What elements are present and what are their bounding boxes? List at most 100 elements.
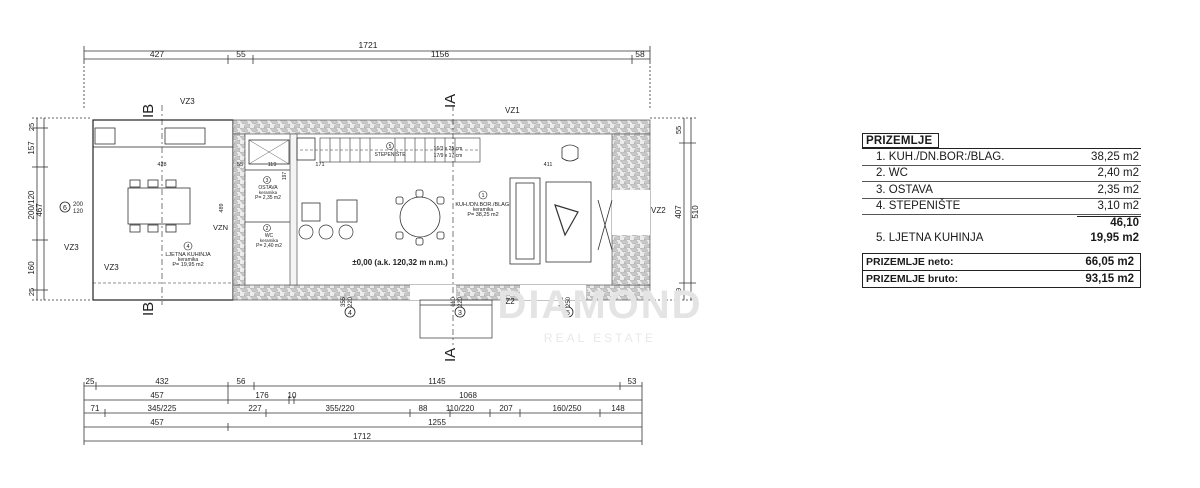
stair-note-2: 17/9 x 17 cm [434, 153, 463, 159]
room-2-area: P= 2,40 m2 [256, 243, 282, 249]
staircase [300, 137, 481, 163]
dim-b3-4: 355/220 [326, 404, 355, 413]
axis-marker-5: 5 [566, 310, 570, 317]
window-tag-vz3-bottom: VZ3 [104, 263, 119, 272]
stools [298, 224, 354, 240]
svg-text:220: 220 [458, 296, 464, 307]
door-opening-bottom-5 [520, 285, 586, 300]
section-lines [161, 105, 454, 345]
svg-text:120: 120 [73, 209, 84, 215]
dim-b3-1: 71 [91, 404, 100, 413]
dim-overall-top: 1721 [359, 40, 378, 50]
room-label-1: 1 KUH./DN.BOR./BLAG. keramika P= 38,25 m… [455, 190, 511, 218]
legend-neto-row: PRIZEMLJE neto: 66,05 m2 [863, 254, 1140, 270]
section-ia-bottom: IA [442, 348, 459, 362]
watermark: DIAMOND [497, 283, 702, 327]
legend-row-label: 1. KUH./DN.BOR:/BLAG. [876, 150, 1005, 163]
window-opening-right [612, 190, 650, 235]
watermark-sub: REAL ESTATE [544, 331, 656, 345]
legend-neto-value: 66,05 m2 [1085, 256, 1134, 268]
legend-subtotal: 46,10 [1077, 216, 1141, 229]
room-4-area: P= 19,95 m2 [172, 262, 203, 268]
outdoor-kitchen-counter [94, 127, 206, 145]
legend-row-value: 2,35 m2 [1097, 183, 1139, 196]
legend-row: 3. OSTAVA 2,35 m2 [862, 182, 1141, 199]
inner-dim-489: 489 [219, 203, 225, 212]
dining-table-round [395, 189, 445, 246]
right-dimension-lines [650, 117, 696, 301]
room-1-finish: keramika [473, 207, 494, 213]
legend-row-extra: 5. LJETNA KUHINJA 19,95 m2 [862, 231, 1141, 247]
svg-text:355: 355 [341, 296, 347, 307]
room-label-5: 5 STEPENIŠTE [374, 142, 406, 158]
dim-right-1: 55 [674, 126, 683, 134]
legend-bruto-label: PRIZEMLJE bruto: [866, 273, 959, 285]
window-tag-vzn: VZN [213, 223, 228, 232]
axis-marker-4: 4 [348, 310, 352, 317]
partitions [245, 137, 358, 223]
dim-left-4: 467 [35, 203, 44, 217]
dim-b4-2: 1255 [428, 418, 446, 427]
bottom-dimension-lines [83, 382, 643, 445]
dim-b2-4: 1068 [459, 391, 477, 400]
dim-b3-2: 345/225 [148, 404, 177, 413]
room-4-finish: keramika [178, 257, 199, 263]
inner-dim-119: 119 [268, 162, 277, 168]
room-label-3: 3 OSTAVA keramika P= 2,35 m2 [255, 176, 281, 201]
room-1-name: KUH./DN.BOR./BLAG. [455, 202, 511, 208]
legend-neto-label: PRIZEMLJE neto: [866, 256, 954, 268]
dim-top-4: 58 [635, 49, 645, 59]
floor-level: ±0,00 (a.k. 120,32 m n.m.) [352, 258, 448, 267]
dim-top-2: 55 [236, 49, 246, 59]
section-ib-bottom: IB [140, 302, 157, 316]
legend-bruto-value: 93,15 m2 [1085, 273, 1134, 285]
room-1-number: 1 [481, 193, 484, 199]
room-2-number: 2 [266, 226, 269, 232]
room-3-area: P= 2,35 m2 [255, 195, 281, 201]
living-furniture [509, 144, 613, 265]
room-2-name: WC [265, 233, 274, 239]
section-ib-top: IB [140, 104, 157, 118]
dim-b3-8: 160/250 [553, 404, 582, 413]
room-5-name: STEPENIŠTE [374, 151, 406, 158]
entrance-steps [419, 299, 493, 339]
room-4-number: 4 [186, 244, 189, 250]
room-3-name: OSTAVA [258, 185, 278, 191]
inner-dim-55: 55 [237, 162, 243, 168]
dim-top-3: 1156 [431, 49, 450, 59]
svg-text:220: 220 [348, 296, 354, 307]
dim-b3-7: 207 [499, 404, 513, 413]
dim-left-5: 160 [27, 261, 36, 275]
svg-text:160: 160 [559, 296, 565, 307]
dim-overall-bottom: 1712 [353, 432, 371, 441]
top-dimension-lines [83, 46, 651, 110]
dining-table-long [127, 179, 191, 233]
section-ia-top: IA [442, 94, 459, 108]
left-dimension-lines [32, 117, 92, 301]
room-5-number: 5 [389, 144, 392, 150]
dim-b3-3: 227 [248, 404, 262, 413]
door-opening-bottom-3 [410, 285, 456, 300]
axis-marker-6: 6 [63, 205, 67, 212]
svg-text:250: 250 [566, 296, 572, 307]
legend-row: 1. KUH./DN.BOR:/BLAG. 38,25 m2 [862, 149, 1141, 166]
window-tag-vz2-bottom: VZ2 [500, 297, 515, 306]
stair-note-1: 16/3 x 25 cm [434, 146, 463, 152]
dim-b1-4: 1145 [428, 377, 446, 386]
legend-row: 2. WC 2,40 m2 [862, 166, 1141, 182]
legend-row-value: 38,25 m2 [1091, 150, 1139, 163]
dim-left-6: 25 [27, 288, 36, 296]
dim-left-3: 200/120 [27, 190, 36, 219]
dim-b4-1: 457 [150, 418, 164, 427]
dim-b3-9: 148 [611, 404, 625, 413]
room-4-name: LJETNA KUHINJA [165, 252, 211, 258]
dim-b3-5: 88 [419, 404, 428, 413]
axis-markers [59, 201, 574, 318]
legend-row-label: 3. OSTAVA [876, 183, 933, 196]
legend-row-label: 4. STEPENIŠTE [876, 200, 961, 213]
window-tag-vz1: VZ1 [505, 106, 520, 115]
room-1-area: P= 38,25 m2 [467, 212, 498, 218]
legend-rows: 1. KUH./DN.BOR:/BLAG. 38,25 m2 2. WC 2,4… [862, 148, 1141, 246]
inner-dim-197: 197 [282, 172, 288, 181]
legend-extra-value: 19,95 m2 [1090, 232, 1139, 245]
